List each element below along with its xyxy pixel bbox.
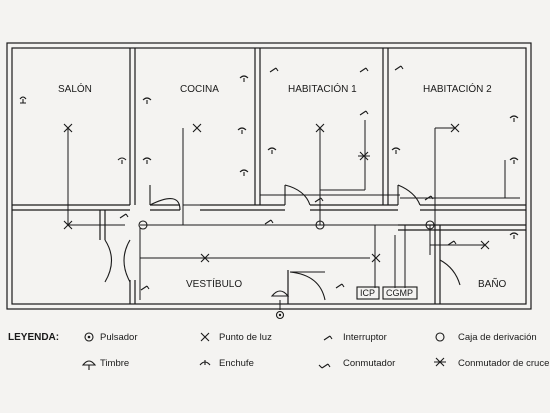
light-points bbox=[63, 123, 490, 263]
switch-icon bbox=[140, 285, 150, 291]
legend-interruptor: Interruptor bbox=[343, 332, 387, 343]
light-point-icon bbox=[371, 253, 381, 263]
socket-icon bbox=[509, 232, 519, 239]
socket-icon bbox=[117, 157, 127, 164]
bell-icon bbox=[270, 290, 290, 297]
legend-punto-luz: Punto de luz bbox=[219, 332, 272, 343]
room-label-habitacion-1: HABITACIÓN 1 bbox=[288, 82, 357, 95]
push-button-icon bbox=[275, 310, 285, 320]
icp-box bbox=[356, 286, 380, 300]
socket-icon bbox=[509, 115, 519, 122]
wiring bbox=[67, 120, 520, 310]
room-label-habitacion-2: HABITACIÓN 2 bbox=[423, 82, 492, 95]
legend-caja-derivacion: Caja de derivación bbox=[458, 332, 537, 343]
cross-switch-icon bbox=[358, 151, 370, 161]
legend-conmutador: Conmutador bbox=[343, 358, 395, 369]
junction-boxes bbox=[138, 220, 435, 230]
switch-icon bbox=[264, 219, 274, 225]
light-point-icon bbox=[450, 123, 460, 133]
light-point-icon bbox=[480, 240, 490, 250]
junction-box-icon bbox=[435, 332, 445, 342]
legend-title: LEYENDA: bbox=[8, 332, 59, 343]
light-point-icon bbox=[63, 220, 73, 230]
switch-icon bbox=[119, 213, 129, 219]
bell-icon bbox=[81, 360, 97, 370]
doors bbox=[104, 184, 461, 301]
legend-timbre: Timbre bbox=[100, 358, 129, 369]
junction-box-icon bbox=[425, 220, 435, 230]
switches bbox=[119, 65, 457, 291]
legend-conmutador-cruce: Conmutador de cruce bbox=[458, 358, 549, 369]
sockets bbox=[19, 75, 519, 239]
junction-box-icon bbox=[138, 220, 148, 230]
socket-icon bbox=[237, 127, 247, 134]
switch-icon bbox=[314, 197, 324, 203]
junction-box-icon bbox=[315, 220, 325, 230]
legend-pulsador: Pulsador bbox=[100, 332, 138, 343]
cross-switch-icon bbox=[434, 357, 446, 367]
switch-icon bbox=[359, 67, 369, 73]
socket-icon bbox=[509, 157, 519, 164]
room-label-cocina: COCINA bbox=[180, 84, 219, 95]
push-button-icon bbox=[84, 332, 94, 342]
legend: LEYENDA: Pulsador Punto de luz Interrupt… bbox=[8, 332, 549, 370]
cgmp-label: CGMP bbox=[386, 288, 413, 298]
socket-icon bbox=[142, 97, 152, 104]
entrance-bell bbox=[270, 290, 290, 320]
socket-icon bbox=[239, 169, 249, 176]
socket-icon bbox=[19, 96, 27, 104]
light-point-icon bbox=[200, 332, 210, 342]
switch-icon bbox=[394, 65, 404, 71]
room-label-vestibulo: VESTÍBULO bbox=[186, 277, 242, 290]
socket-icon bbox=[391, 147, 401, 154]
outer-walls bbox=[6, 42, 532, 310]
socket-icon bbox=[239, 75, 249, 82]
light-point-icon bbox=[63, 123, 73, 133]
light-point-icon bbox=[200, 253, 210, 263]
switch-icon bbox=[335, 283, 345, 289]
light-point-icon bbox=[192, 123, 202, 133]
switch-icon bbox=[359, 110, 369, 116]
switch-icon bbox=[323, 335, 333, 341]
light-point-icon bbox=[315, 123, 325, 133]
switch-icon bbox=[424, 195, 434, 201]
socket-icon bbox=[267, 147, 277, 154]
socket-icon bbox=[142, 157, 152, 164]
icp-label: ICP bbox=[360, 288, 375, 298]
cgmp-box bbox=[382, 286, 418, 300]
two-way-switch-icon bbox=[318, 363, 331, 369]
interior-walls bbox=[12, 48, 526, 304]
switch-icon bbox=[269, 67, 279, 73]
switch-icon bbox=[447, 240, 457, 246]
electrical-panel: ICP CGMP bbox=[356, 286, 418, 300]
room-label-bano: BAÑO bbox=[478, 277, 507, 290]
room-label-salon: SALÓN bbox=[58, 82, 92, 95]
legend-enchufe: Enchufe bbox=[219, 358, 254, 369]
socket-icon bbox=[199, 360, 211, 366]
room-labels: SALÓN COCINA HABITACIÓN 1 HABITACIÓN 2 V… bbox=[58, 82, 507, 290]
